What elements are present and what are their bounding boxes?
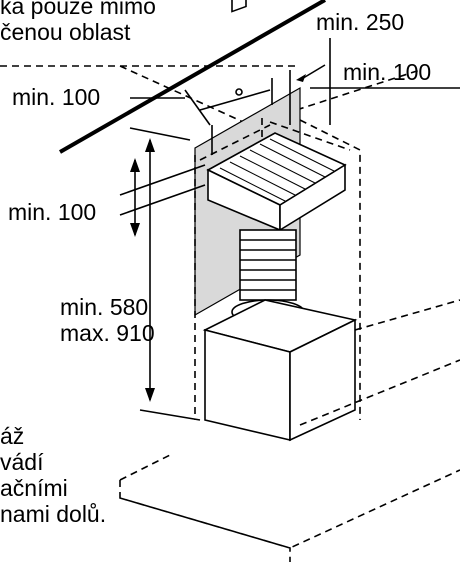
- min-250-label: min. 250: [316, 9, 404, 35]
- ceiling-line: [59, 0, 326, 154]
- outlet-box: [231, 0, 247, 13]
- min-580-label: min. 580: [60, 294, 148, 320]
- max-910-label: max. 910: [60, 320, 155, 346]
- outlet-circle: [235, 88, 243, 96]
- top-offset-dimensions: [184, 38, 460, 155]
- flexible-hose: [239, 229, 297, 301]
- bottom-text-line-3: ačními: [0, 475, 68, 501]
- min-100-right-label: min. 100: [343, 59, 431, 85]
- left-offset-dimension: [119, 158, 206, 237]
- bottom-text-line-1: áž: [0, 423, 24, 449]
- min-100-left-label: min. 100: [8, 199, 96, 225]
- bottom-text-line-2: vádí: [0, 449, 44, 475]
- top-text-line-2: čenou oblast: [0, 19, 131, 45]
- filter-unit-side: [279, 163, 346, 232]
- duct-outline: [194, 118, 361, 420]
- bottom-text-line-4: nami dolů.: [0, 501, 106, 527]
- top-text-line-1: ka pouze mimo: [0, 0, 156, 19]
- floor-outline: [119, 299, 460, 562]
- filter-grid: [219, 138, 337, 203]
- min-100-top-left-label: min. 100: [12, 84, 100, 110]
- ceiling-outline: [0, 65, 421, 126]
- height-dimension: [129, 127, 201, 421]
